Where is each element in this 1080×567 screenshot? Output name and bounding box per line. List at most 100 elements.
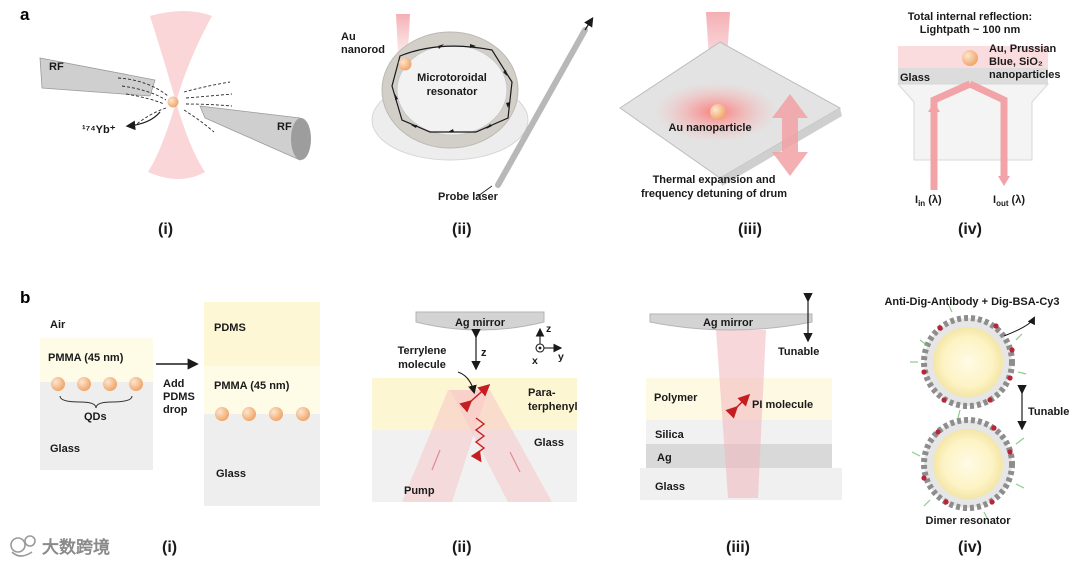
pump-beam-out bbox=[450, 390, 552, 502]
np-type-label-3: nanoparticles bbox=[989, 69, 1061, 81]
np-type-label-2: Blue, SiO₂ bbox=[989, 56, 1043, 68]
qd bbox=[296, 407, 310, 421]
pump-label: Pump bbox=[404, 485, 435, 497]
glass-layer-left bbox=[40, 382, 153, 470]
panel-b-iii: Ag mirror Tunable Polymer PI molecule Si… bbox=[640, 292, 842, 556]
z-distance-label: z bbox=[481, 347, 487, 359]
pmma-right-label: PMMA (45 nm) bbox=[214, 380, 290, 392]
rf-electrode-left bbox=[39, 57, 156, 97]
panel-label-b-ii: (ii) bbox=[452, 539, 472, 556]
terrylene-label-2: molecule bbox=[398, 359, 446, 371]
ag-mirror-iii-label: Ag mirror bbox=[703, 317, 754, 329]
probe-leader bbox=[477, 185, 493, 197]
panel-label-b-iv: (iv) bbox=[958, 539, 982, 556]
qds-label: QDs bbox=[84, 411, 107, 423]
antibodies-top bbox=[910, 303, 1027, 419]
cy3-dyes-top bbox=[921, 323, 1015, 403]
np-type-label-1: Au, Prussian bbox=[989, 43, 1057, 55]
iout-label: Iout (λ) bbox=[993, 194, 1025, 208]
axis-y-label: y bbox=[558, 351, 564, 363]
panel-label-a-ii: (ii) bbox=[452, 221, 472, 238]
drum-edge bbox=[720, 108, 842, 186]
qd-row-left bbox=[51, 377, 143, 391]
axis-triad bbox=[535, 327, 563, 353]
terrylene-dipole bbox=[459, 384, 491, 413]
tir-title-1: Total internal reflection: bbox=[908, 11, 1032, 23]
para-terphenyl-label-1: Para- bbox=[528, 387, 556, 399]
panel-label-a-i: (i) bbox=[158, 221, 173, 238]
au-label-1: Au bbox=[341, 31, 356, 43]
resonator-label-2: resonator bbox=[427, 86, 478, 98]
vibration-arrow bbox=[772, 94, 808, 176]
sphere-top-core bbox=[933, 327, 1003, 397]
terrylene-label-1: Terrylene bbox=[398, 345, 447, 357]
panel-b-ii: Ag mirror Terrylene molecule z z x y Par… bbox=[372, 311, 578, 556]
probe-fiber bbox=[495, 27, 588, 188]
qd bbox=[77, 377, 91, 391]
au-nanorod bbox=[398, 57, 412, 71]
pi-molecule-label: PI molecule bbox=[752, 399, 813, 411]
thermal-label-2: frequency detuning of drum bbox=[641, 188, 787, 200]
glass-ii-label: Glass bbox=[534, 437, 564, 449]
glass-label-iv: Glass bbox=[900, 72, 930, 84]
add-label-2: PDMS bbox=[163, 391, 195, 403]
beam-out-arrowhead bbox=[998, 176, 1010, 186]
panel-a-i: RF RF ¹⁷⁴Yb⁺ (i) bbox=[39, 11, 311, 238]
ag-label: Ag bbox=[657, 452, 672, 464]
sphere-bottom bbox=[911, 417, 1025, 521]
qd bbox=[269, 407, 283, 421]
panel-label-a-iv: (iv) bbox=[958, 221, 982, 238]
pdms-layer bbox=[204, 302, 320, 366]
rf-left-label: RF bbox=[49, 61, 64, 73]
ag-mirror-ii-label: Ag mirror bbox=[455, 317, 506, 329]
beam-in bbox=[930, 80, 972, 190]
glass-layer-right bbox=[204, 414, 320, 506]
watermark: 大数跨境 bbox=[10, 535, 110, 557]
axis-x-label: x bbox=[532, 355, 538, 367]
tir-title-2: Lightpath ~ 100 nm bbox=[920, 24, 1021, 36]
pump-out-arrow bbox=[509, 451, 521, 473]
pump-in-arrow bbox=[431, 449, 441, 471]
qd bbox=[129, 377, 143, 391]
para-terphenyl-label-2: terphenyl bbox=[528, 401, 578, 413]
au-label-2: nanorod bbox=[341, 44, 385, 56]
sphere-bottom-core bbox=[933, 429, 1003, 499]
thermal-label-1: Thermal expansion and bbox=[653, 174, 776, 186]
whispering-mode-path bbox=[391, 45, 513, 133]
section-a-letter: a bbox=[20, 5, 30, 24]
resonator-label-1: Microtoroidal bbox=[417, 72, 487, 84]
au-np-label: Au nanoparticle bbox=[668, 122, 751, 134]
probe-arrow bbox=[584, 16, 594, 31]
panel-a-ii: Au nanorod Microtoroidal resonator Probe… bbox=[341, 14, 594, 238]
panel-b-i: Air PMMA (45 nm) QDs Glass Add PDMS drop… bbox=[40, 302, 320, 556]
glass-left-label: Glass bbox=[50, 443, 80, 455]
iin-label: Iin (λ) bbox=[915, 194, 942, 208]
panel-label-a-iii: (iii) bbox=[738, 221, 762, 238]
yb-ion-label: ¹⁷⁴Yb⁺ bbox=[82, 124, 116, 136]
watermark-logo-icon bbox=[10, 535, 36, 557]
pdms-label: PDMS bbox=[214, 322, 246, 334]
air-label: Air bbox=[50, 319, 66, 331]
au-nanoparticle bbox=[710, 104, 726, 120]
dimer-label: Dimer resonator bbox=[926, 515, 1012, 527]
qd-row-right bbox=[215, 407, 310, 421]
sphere-top bbox=[910, 303, 1027, 419]
polymer-label: Polymer bbox=[654, 392, 698, 404]
watermark-text: 大数跨境 bbox=[42, 537, 110, 557]
ag-mirror-ii bbox=[415, 311, 545, 331]
add-label-1: Add bbox=[163, 378, 184, 390]
axis-z-label: z bbox=[546, 323, 551, 335]
tunable-iii-label: Tunable bbox=[778, 346, 819, 358]
antibodies-bottom bbox=[911, 437, 1025, 521]
glass-iii-label: Glass bbox=[655, 481, 685, 493]
cy3-dyes-bottom bbox=[921, 425, 1013, 505]
beam-in-arrowhead bbox=[928, 102, 940, 112]
glass-right-label: Glass bbox=[216, 468, 246, 480]
mode-arrows bbox=[395, 44, 510, 132]
pmma-layer-right bbox=[204, 366, 320, 414]
add-label-3: drop bbox=[163, 404, 188, 416]
panel-label-b-iii: (iii) bbox=[726, 539, 750, 556]
emission-squiggle bbox=[470, 417, 486, 463]
pmma-left-label: PMMA (45 nm) bbox=[48, 352, 124, 364]
laser-beam-top bbox=[150, 11, 212, 102]
